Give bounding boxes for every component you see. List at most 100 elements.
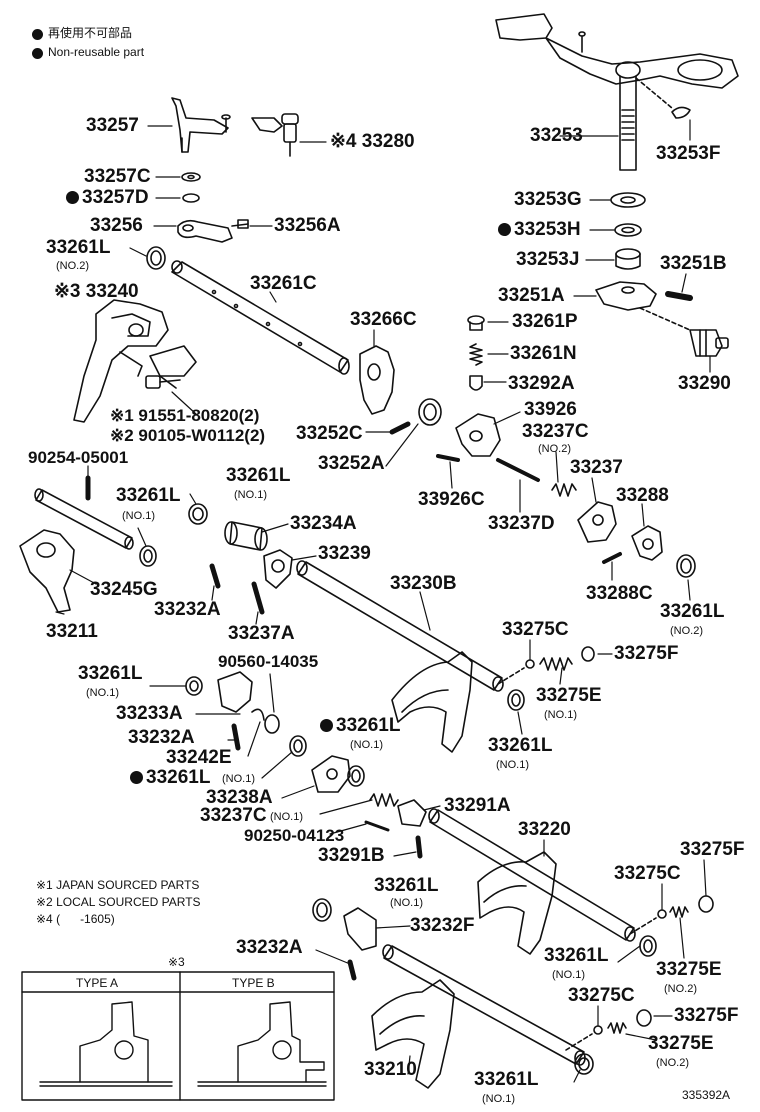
- sleeve-33234A-drawing: [224, 521, 268, 551]
- part-label[interactable]: ※2 90105-W0112(2): [110, 426, 266, 445]
- part-label[interactable]: 33291A: [444, 795, 511, 816]
- switch-33290-drawing: [689, 329, 729, 357]
- part-label[interactable]: 33233A: [116, 703, 183, 724]
- part-label[interactable]: 33290: [678, 373, 731, 394]
- pin-33280-drawing: [251, 113, 299, 157]
- part-label[interactable]: 33275F: [680, 839, 745, 860]
- bushing-33261L-j-drawing: [507, 689, 525, 711]
- part-label[interactable]: 33275C: [614, 863, 681, 884]
- part-label[interactable]: 90250-04123: [244, 826, 345, 845]
- non-reusable-dot-icon: [32, 29, 43, 40]
- part-label[interactable]: 33926: [524, 399, 577, 420]
- part-label-non-reusable[interactable]: 33261L: [130, 768, 210, 788]
- part-label[interactable]: 33220: [518, 819, 571, 840]
- part-label[interactable]: 33253G: [514, 189, 582, 210]
- pin-33232A-a-drawing: [209, 563, 221, 589]
- part-label[interactable]: 33239: [318, 543, 371, 564]
- part-label[interactable]: 33253: [530, 125, 583, 146]
- part-label[interactable]: ※4 33280: [330, 131, 415, 152]
- part-label[interactable]: 33926C: [418, 489, 485, 510]
- bushing-33261L-h-drawing: [574, 1053, 594, 1075]
- part-label[interactable]: 33252A: [318, 453, 385, 474]
- part-label[interactable]: 33275C: [502, 619, 569, 640]
- part-label[interactable]: 33210: [364, 1059, 417, 1080]
- part-label[interactable]: 33257: [86, 115, 139, 136]
- part-label[interactable]: 33256A: [274, 215, 341, 236]
- part-label-non-reusable[interactable]: 33253H: [498, 220, 581, 240]
- part-label[interactable]: 33288C: [586, 583, 653, 604]
- part-label[interactable]: 33261L: [374, 875, 439, 896]
- shaft-33261C-drawing: [171, 260, 350, 375]
- part-label[interactable]: 33261P: [512, 311, 578, 332]
- part-label[interactable]: 33261L: [660, 601, 725, 622]
- part-label[interactable]: 33266C: [350, 309, 417, 330]
- part-label[interactable]: 33256: [90, 215, 143, 236]
- part-label[interactable]: 33292A: [508, 373, 575, 394]
- lever-33253-drawing: [495, 13, 739, 171]
- part-label-non-reusable[interactable]: 33257D: [66, 188, 149, 208]
- part-label[interactable]: 33253J: [516, 249, 580, 270]
- part-label[interactable]: 33291B: [318, 845, 385, 866]
- part-label[interactable]: 33275F: [674, 1005, 739, 1026]
- part-label[interactable]: 90560-14035: [218, 652, 319, 671]
- part-label[interactable]: 33261L: [474, 1069, 539, 1090]
- part-sub-label: (NO.1): [390, 897, 423, 909]
- part-label[interactable]: 33253F: [656, 143, 721, 164]
- part-label[interactable]: 33245G: [90, 579, 158, 600]
- lever-33256-drawing: [177, 219, 249, 243]
- part-label[interactable]: 33252C: [296, 423, 363, 444]
- non-reusable-dot-icon: [130, 771, 143, 785]
- part-label[interactable]: 33242E: [166, 747, 232, 768]
- pin-33252C-drawing: [389, 421, 411, 435]
- part-label[interactable]: 33211: [46, 621, 98, 642]
- part-label[interactable]: 33232A: [128, 727, 195, 748]
- part-label[interactable]: 33237D: [488, 513, 555, 534]
- part-label[interactable]: 33232A: [154, 599, 221, 620]
- part-label[interactable]: 33237: [570, 457, 623, 478]
- part-label[interactable]: 33238A: [206, 787, 273, 808]
- part-label[interactable]: 33257C: [84, 166, 151, 187]
- legend-text-en: Non-reusable part: [48, 45, 145, 59]
- head-33233A-drawing: [217, 671, 253, 713]
- note-date-range: ※4 ( -1605): [36, 912, 115, 926]
- head-33926-drawing: [455, 413, 501, 457]
- part-label[interactable]: 33288: [616, 485, 669, 506]
- part-label[interactable]: 33232F: [410, 915, 475, 936]
- part-label[interactable]: 33275C: [568, 985, 635, 1006]
- part-label[interactable]: 33275F: [614, 643, 679, 664]
- part-label[interactable]: 33251B: [660, 253, 727, 274]
- part-label[interactable]: 33261N: [510, 343, 577, 364]
- part-label[interactable]: ※1 91551-80820(2): [110, 406, 260, 425]
- part-label[interactable]: 90254-05001: [28, 448, 129, 467]
- part-label[interactable]: 33261L: [78, 663, 143, 684]
- part-label[interactable]: 33234A: [290, 513, 357, 534]
- part-sub-label: (NO.2): [670, 625, 703, 637]
- part-label[interactable]: 33261L: [226, 465, 291, 486]
- part-label[interactable]: 33261L: [544, 945, 609, 966]
- part-label[interactable]: 33275E: [536, 685, 602, 706]
- part-label[interactable]: 33261L: [46, 237, 111, 258]
- part-label[interactable]: 33237C: [200, 805, 267, 826]
- part-label[interactable]: 33261C: [250, 273, 317, 294]
- part-sub-label: (NO.2): [656, 1057, 689, 1069]
- part-label[interactable]: ※3 33240: [54, 281, 139, 302]
- part-label[interactable]: 33251A: [498, 285, 565, 306]
- part-label[interactable]: 33232A: [236, 937, 303, 958]
- part-label[interactable]: 33261L: [488, 735, 553, 756]
- part-label[interactable]: 33261L: [116, 485, 181, 506]
- pin-33232A-c-drawing: [347, 959, 357, 981]
- pin-33288C-drawing: [602, 552, 622, 564]
- non-reusable-dot-icon: [32, 48, 43, 59]
- bushing-33261L-i-drawing: [676, 554, 696, 578]
- part-label[interactable]: 33275E: [648, 1033, 714, 1054]
- type-b-label: TYPE B: [232, 976, 275, 990]
- ring-33252A-drawing: [418, 398, 442, 426]
- pin-90250-drawing: [364, 820, 390, 832]
- part-label[interactable]: 33230B: [390, 573, 457, 594]
- part-sub-label: (NO.1): [496, 759, 529, 771]
- part-label[interactable]: 33237C: [522, 421, 589, 442]
- part-label[interactable]: 33275E: [656, 959, 722, 980]
- part-label-non-reusable[interactable]: 33261L: [320, 716, 400, 736]
- part-label[interactable]: 33237A: [228, 623, 295, 644]
- bushing-33253J-drawing: [615, 248, 641, 270]
